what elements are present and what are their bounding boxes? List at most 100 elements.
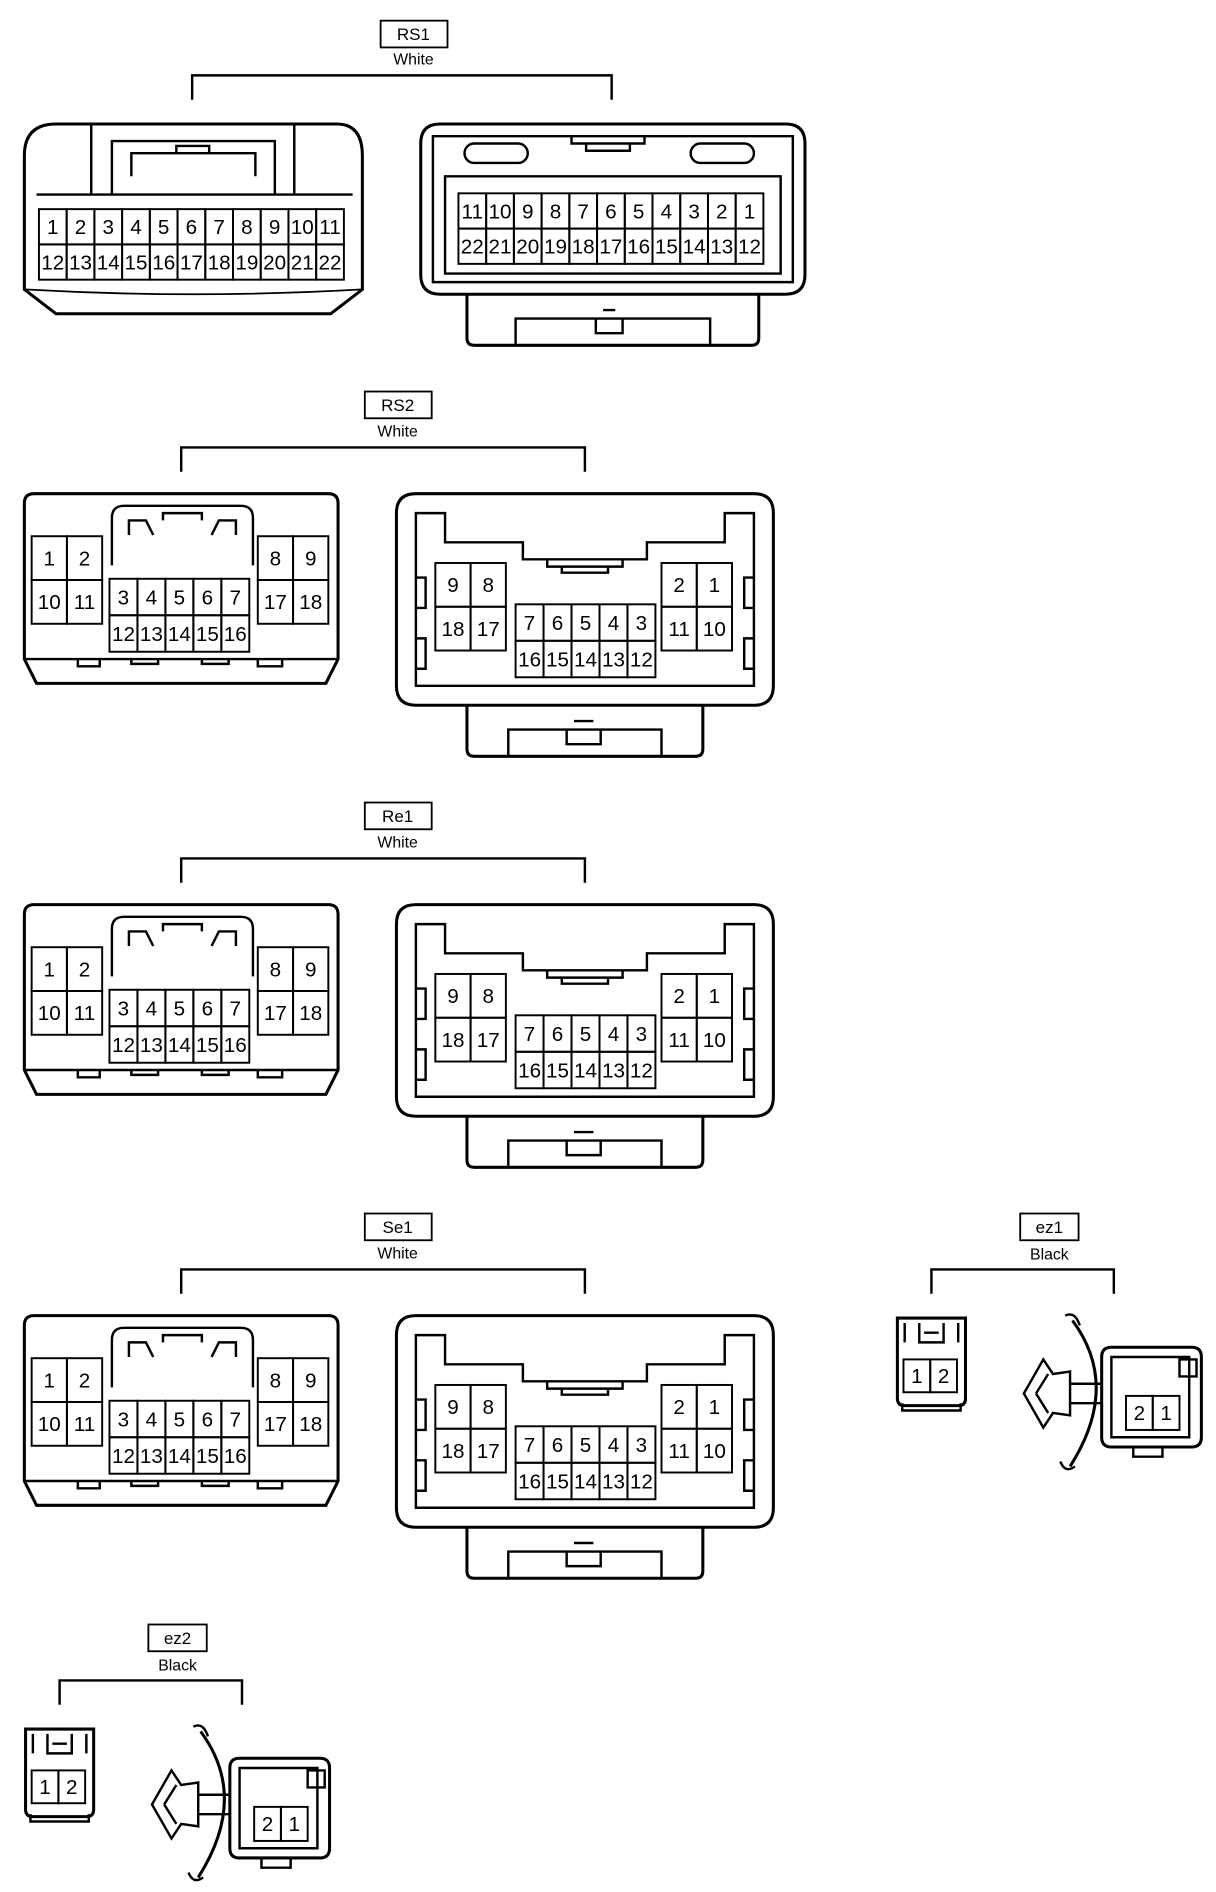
- pin-number: 15: [546, 648, 569, 671]
- pin-number: 10: [703, 1029, 726, 1052]
- pin-cell: [929, 1358, 958, 1394]
- pin-number: 4: [608, 612, 619, 635]
- pin-number: 8: [270, 1369, 282, 1392]
- pin-number: 16: [518, 1059, 541, 1082]
- pin-number: 14: [574, 648, 597, 671]
- pin-cell: [292, 1401, 330, 1447]
- pin-number: 1: [744, 200, 756, 223]
- pin-number: 12: [738, 236, 761, 259]
- pin-number: 10: [291, 216, 314, 239]
- pin-number: 1: [39, 1776, 50, 1799]
- pin-number: 13: [69, 251, 92, 274]
- pin-number: 11: [668, 1440, 689, 1463]
- pin-number: 17: [599, 236, 622, 259]
- pin-cell: [695, 1016, 733, 1063]
- pin-number: 17: [180, 251, 203, 274]
- pin-number: 18: [299, 1002, 322, 1025]
- pin-number: 2: [262, 1813, 274, 1836]
- pin-number: 8: [482, 1396, 494, 1419]
- pin-number: 2: [938, 1365, 950, 1388]
- connector-code: ez1: [1036, 1218, 1063, 1237]
- pin-number: 5: [174, 586, 186, 609]
- pin-number: 12: [630, 648, 653, 671]
- pin-number: 2: [673, 985, 684, 1008]
- bracket: [930, 1268, 1116, 1294]
- pin-number: 1: [709, 1396, 720, 1419]
- pin-number: 16: [518, 1470, 541, 1493]
- pin-number: 13: [140, 623, 163, 646]
- pin-number: 2: [66, 1776, 77, 1799]
- pin-number: 2: [1134, 1402, 1146, 1425]
- pin-number: 11: [74, 591, 95, 614]
- pin-number: 4: [608, 1023, 619, 1046]
- pin-number: 3: [118, 997, 130, 1020]
- pin-number: 20: [516, 236, 539, 259]
- pin-number: 5: [633, 200, 645, 223]
- pin-number: 11: [74, 1002, 95, 1025]
- bracket: [190, 74, 613, 100]
- pin-number: 16: [152, 251, 175, 274]
- pin-number: 9: [522, 200, 534, 223]
- connector-code: RS1: [397, 25, 430, 44]
- connector-code-box: [379, 19, 449, 49]
- pin-number: 6: [552, 612, 564, 635]
- pin-cell: [279, 1805, 309, 1842]
- pin-cell: [469, 605, 507, 652]
- pin-number: 12: [112, 623, 135, 646]
- pin-number: 14: [574, 1470, 597, 1493]
- pin-cell: [626, 1050, 657, 1090]
- pin-number: 3: [688, 200, 700, 223]
- connector-code-box: [363, 1212, 433, 1242]
- pin-number: 14: [97, 251, 120, 274]
- pin-number: 17: [477, 1029, 500, 1052]
- pin-number: 3: [118, 1408, 130, 1431]
- pin-number: 22: [461, 236, 484, 259]
- pin-number: 5: [580, 612, 591, 635]
- pin-number: 1: [709, 574, 720, 597]
- pin-number: 4: [146, 997, 158, 1020]
- pin-number: 18: [441, 1440, 464, 1463]
- pin-cell: [57, 1769, 87, 1805]
- pin-number: 5: [580, 1434, 591, 1457]
- pin-number: 9: [305, 1369, 317, 1392]
- pin-number: 15: [124, 251, 147, 274]
- pin-number: 10: [38, 591, 61, 614]
- pin-number: 7: [230, 1408, 242, 1431]
- pin-number: 6: [186, 216, 198, 239]
- pin-number: 10: [703, 618, 726, 641]
- pin-number: 2: [716, 200, 728, 223]
- pin-number: 15: [655, 236, 678, 259]
- pin-number: 4: [608, 1434, 619, 1457]
- pin-cell: [65, 579, 104, 625]
- pin-number: 17: [264, 1413, 287, 1436]
- pin-number: 11: [668, 1029, 689, 1052]
- pin-number: 19: [235, 251, 258, 274]
- pin-number: 8: [270, 958, 282, 981]
- bracket: [179, 446, 587, 472]
- pin-number: 6: [202, 997, 214, 1020]
- bracket: [58, 1679, 244, 1705]
- pin-number: 9: [305, 547, 317, 570]
- pin-number: 13: [140, 1445, 163, 1468]
- connector-code-box: [363, 801, 433, 831]
- pin-cell: [626, 1461, 657, 1501]
- pin-number: 10: [38, 1413, 61, 1436]
- pin-number: 6: [552, 1434, 564, 1457]
- pin-number: 14: [168, 1445, 191, 1468]
- pin-number: 16: [224, 623, 247, 646]
- pin-number: 13: [710, 236, 733, 259]
- pin-number: 9: [305, 958, 317, 981]
- connector-code-box: [147, 1623, 208, 1653]
- pin-number: 15: [196, 623, 219, 646]
- pin-cell: [469, 1016, 507, 1063]
- pin-number: 1: [1160, 1402, 1172, 1425]
- pin-number: 3: [102, 216, 114, 239]
